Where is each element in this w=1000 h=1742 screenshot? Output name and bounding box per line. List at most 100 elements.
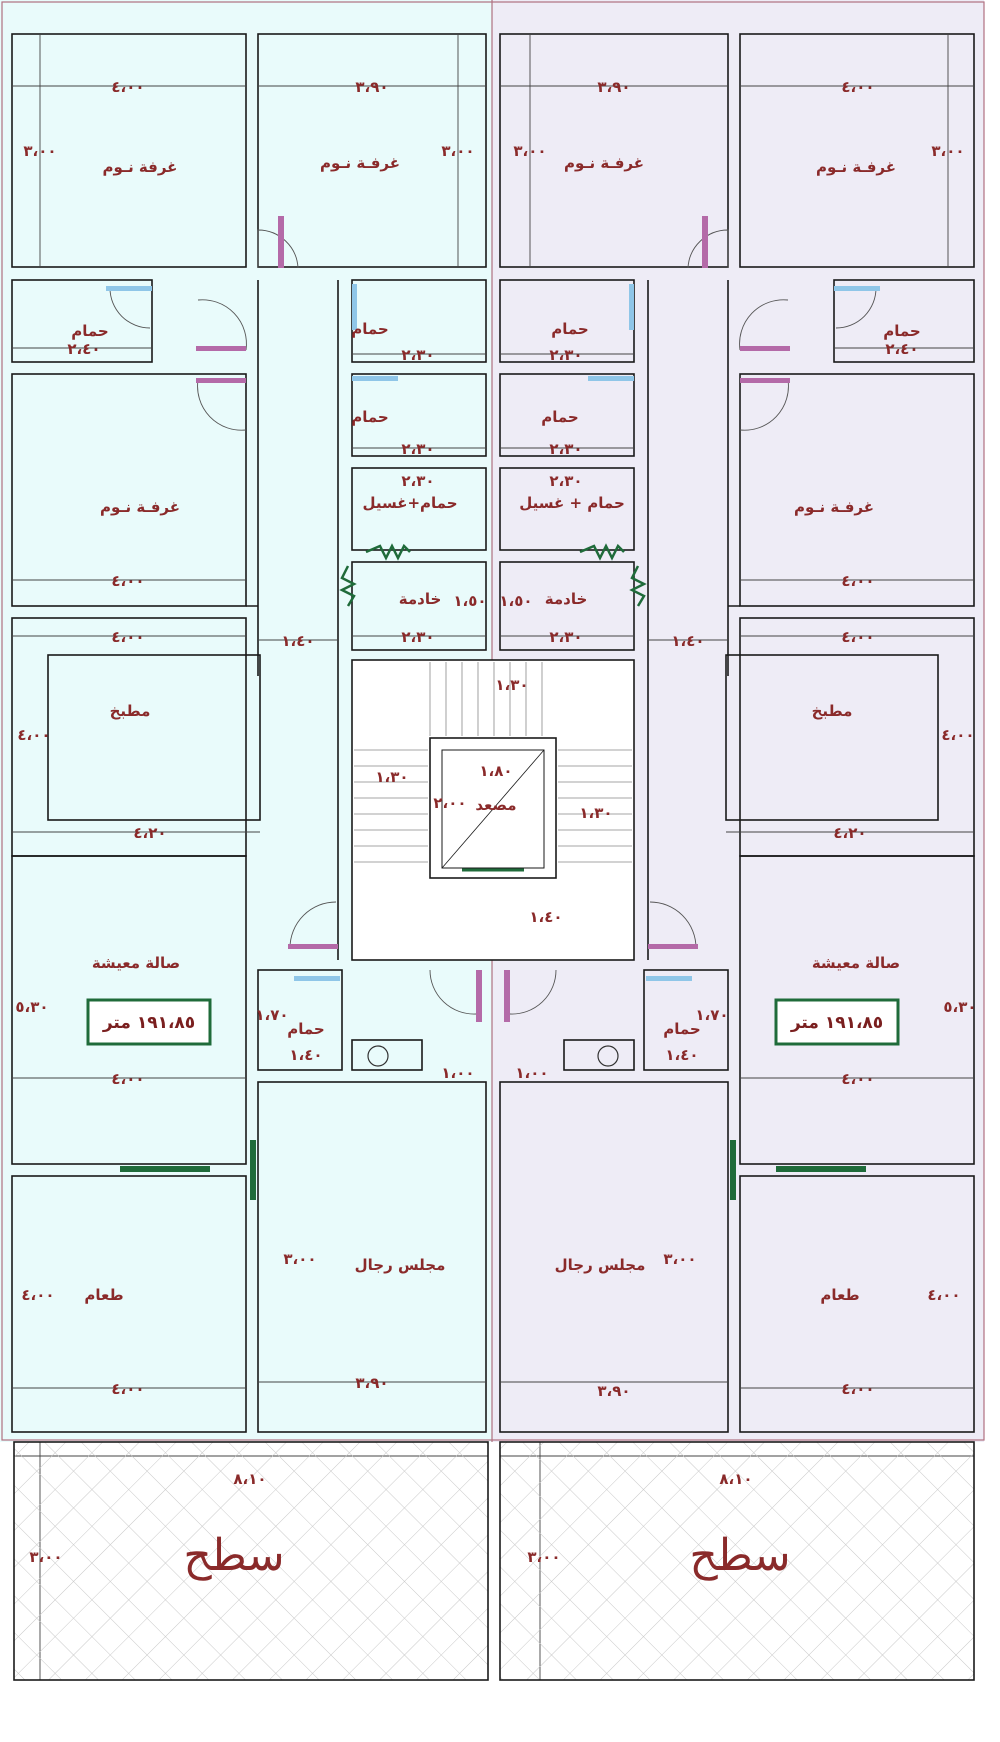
svg-text:١،٠٠: ١،٠٠ bbox=[515, 1064, 548, 1082]
svg-text:٢،٣٠: ٢،٣٠ bbox=[549, 628, 582, 646]
right-bath-1-label: حمام bbox=[883, 322, 921, 340]
roof-right bbox=[499, 1441, 975, 1681]
right-bath-laundry-label: حمام + غسيل bbox=[519, 494, 625, 512]
left-bedroom-3-label: غرفـة نـوم bbox=[100, 498, 180, 516]
svg-text:١،٤٠: ١،٤٠ bbox=[529, 908, 562, 926]
svg-text:٤،٠٠: ٤،٠٠ bbox=[111, 572, 144, 590]
svg-text:٥،٣٠: ٥،٣٠ bbox=[15, 998, 48, 1016]
left-bath-4-label: حمام bbox=[287, 1020, 325, 1038]
left-dining-label: طعام bbox=[84, 1286, 123, 1304]
roof-left bbox=[13, 1441, 489, 1681]
right-majlis-label: مجلس رجال bbox=[555, 1256, 646, 1274]
svg-text:٤،٠٠: ٤،٠٠ bbox=[111, 628, 144, 646]
stair-core bbox=[351, 659, 635, 961]
svg-text:٣،٩٠: ٣،٩٠ bbox=[597, 1382, 630, 1400]
svg-text:٤،٠٠: ٤،٠٠ bbox=[21, 1286, 54, 1304]
svg-text:٣،٠٠: ٣،٠٠ bbox=[663, 1250, 696, 1268]
svg-text:٣،٠٠: ٣،٠٠ bbox=[29, 1548, 62, 1566]
svg-text:١،٠٠: ١،٠٠ bbox=[441, 1064, 474, 1082]
left-bath-1-label: حمام bbox=[71, 322, 109, 340]
svg-text:٣،٩٠: ٣،٩٠ bbox=[597, 78, 630, 96]
left-roof-label: سطح bbox=[183, 1530, 284, 1581]
right-bath-4-label: حمام bbox=[663, 1020, 701, 1038]
right-living-label: صالة معيشة bbox=[812, 954, 900, 972]
svg-text:١،٨٠: ١،٨٠ bbox=[479, 762, 512, 780]
right-bath-2-label: حمام bbox=[551, 320, 589, 338]
svg-text:٢،٤٠: ٢،٤٠ bbox=[885, 340, 918, 358]
svg-text:٢،٣٠: ٢،٣٠ bbox=[401, 440, 434, 458]
svg-text:٨،١٠: ٨،١٠ bbox=[233, 1470, 266, 1488]
svg-text:٤،٠٠: ٤،٠٠ bbox=[841, 628, 874, 646]
svg-text:٤،٠٠: ٤،٠٠ bbox=[111, 1070, 144, 1088]
svg-text:٤،٢٠: ٤،٢٠ bbox=[133, 824, 166, 842]
right-bedroom-2-label: غرفـة نـوم bbox=[564, 154, 644, 172]
svg-text:١،٣٠: ١،٣٠ bbox=[375, 768, 408, 786]
elevator-label: مصعد bbox=[475, 796, 516, 814]
svg-text:٤،٠٠: ٤،٠٠ bbox=[841, 1070, 874, 1088]
svg-text:٤،٠٠: ٤،٠٠ bbox=[17, 726, 50, 744]
svg-text:١،٥٠: ١،٥٠ bbox=[499, 592, 532, 610]
svg-text:٢،٣٠: ٢،٣٠ bbox=[549, 346, 582, 364]
svg-text:٤،٠٠: ٤،٠٠ bbox=[841, 572, 874, 590]
svg-text:٢،٤٠: ٢،٤٠ bbox=[67, 340, 100, 358]
right-kitchen-label: مطبخ bbox=[812, 702, 853, 720]
svg-text:٢،٣٠: ٢،٣٠ bbox=[401, 472, 434, 490]
left-bath-3-label: حمام bbox=[351, 408, 389, 426]
left-area-value: ١٩١،٨٥ متر bbox=[102, 1013, 195, 1033]
svg-text:٤،٠٠: ٤،٠٠ bbox=[927, 1286, 960, 1304]
svg-text:٢،٣٠: ٢،٣٠ bbox=[401, 346, 434, 364]
svg-text:١،٤٠: ١،٤٠ bbox=[281, 632, 314, 650]
svg-text:١،٣٠: ١،٣٠ bbox=[579, 804, 612, 822]
dimension-labels: ٤،٠٠ ٣،٩٠ ٣،٩٠ ٤،٠٠ ٣،٠٠ ٣،٠٠ ٣،٠٠ ٣،٠٠ … bbox=[15, 78, 976, 1566]
svg-text:٣،٩٠: ٣،٩٠ bbox=[355, 1374, 388, 1392]
left-living-label: صالة معيشة bbox=[92, 954, 180, 972]
svg-text:١،٤٠: ١،٤٠ bbox=[665, 1046, 698, 1064]
svg-text:٢،٠٠: ٢،٠٠ bbox=[433, 794, 466, 812]
door-arcs bbox=[109, 229, 877, 1015]
svg-text:٢،٣٠: ٢،٣٠ bbox=[401, 628, 434, 646]
right-bath-3-label: حمام bbox=[541, 408, 579, 426]
svg-text:٣،٠٠: ٣،٠٠ bbox=[441, 142, 474, 160]
svg-text:٤،٠٠: ٤،٠٠ bbox=[841, 78, 874, 96]
svg-text:٣،٠٠: ٣،٠٠ bbox=[931, 142, 964, 160]
svg-text:٥،٣٠: ٥،٣٠ bbox=[943, 998, 976, 1016]
left-kitchen-label: مطبخ bbox=[110, 702, 151, 720]
right-bedroom-1-label: غرفـة نـوم bbox=[816, 158, 896, 176]
svg-text:١،٥٠: ١،٥٠ bbox=[453, 592, 486, 610]
svg-text:١،٤٠: ١،٤٠ bbox=[289, 1046, 322, 1064]
right-area-value: ١٩١،٨٥ متر bbox=[790, 1013, 883, 1033]
left-maid-label: خادمة bbox=[399, 590, 442, 608]
right-bedroom-3-label: غرفـة نـوم bbox=[794, 498, 874, 516]
right-roof-label: سطح bbox=[689, 1530, 790, 1581]
svg-text:١،٧٠: ١،٧٠ bbox=[695, 1006, 728, 1024]
svg-text:٤،٠٠: ٤،٠٠ bbox=[941, 726, 974, 744]
svg-text:١،٣٠: ١،٣٠ bbox=[495, 676, 528, 694]
right-maid-label: خادمة bbox=[545, 590, 588, 608]
svg-text:٣،٠٠: ٣،٠٠ bbox=[513, 142, 546, 160]
door-leaves bbox=[106, 216, 880, 1200]
svg-text:٢،٣٠: ٢،٣٠ bbox=[549, 472, 582, 490]
svg-text:٢،٣٠: ٢،٣٠ bbox=[549, 440, 582, 458]
left-bedroom-1-label: غرفة نـوم bbox=[103, 158, 178, 176]
svg-text:٣،٠٠: ٣،٠٠ bbox=[23, 142, 56, 160]
svg-text:٣،٩٠: ٣،٩٠ bbox=[355, 78, 388, 96]
left-majlis-label: مجلس رجال bbox=[355, 1256, 446, 1274]
area-box-right bbox=[774, 998, 900, 1046]
right-dining-label: طعام bbox=[820, 1286, 859, 1304]
left-bath-2-label: حمام bbox=[351, 320, 389, 338]
svg-text:١،٤٠: ١،٤٠ bbox=[671, 632, 704, 650]
outer-border bbox=[1, 1, 985, 1441]
svg-text:٤،٠٠: ٤،٠٠ bbox=[841, 1380, 874, 1398]
svg-text:٨،١٠: ٨،١٠ bbox=[719, 1470, 752, 1488]
svg-text:٤،٢٠: ٤،٢٠ bbox=[833, 824, 866, 842]
left-bath-laundry-label: حمام+غسيل bbox=[362, 494, 457, 512]
svg-text:٤،٠٠: ٤،٠٠ bbox=[111, 1380, 144, 1398]
svg-text:٣،٠٠: ٣،٠٠ bbox=[527, 1548, 560, 1566]
right-unit-walls bbox=[499, 33, 975, 1433]
svg-text:٤،٠٠: ٤،٠٠ bbox=[111, 78, 144, 96]
area-box-left bbox=[86, 998, 212, 1046]
svg-text:١،٧٠: ١،٧٠ bbox=[255, 1006, 288, 1024]
left-bedroom-2-label: غرفـة نـوم bbox=[320, 154, 400, 172]
svg-text:٣،٠٠: ٣،٠٠ bbox=[283, 1250, 316, 1268]
